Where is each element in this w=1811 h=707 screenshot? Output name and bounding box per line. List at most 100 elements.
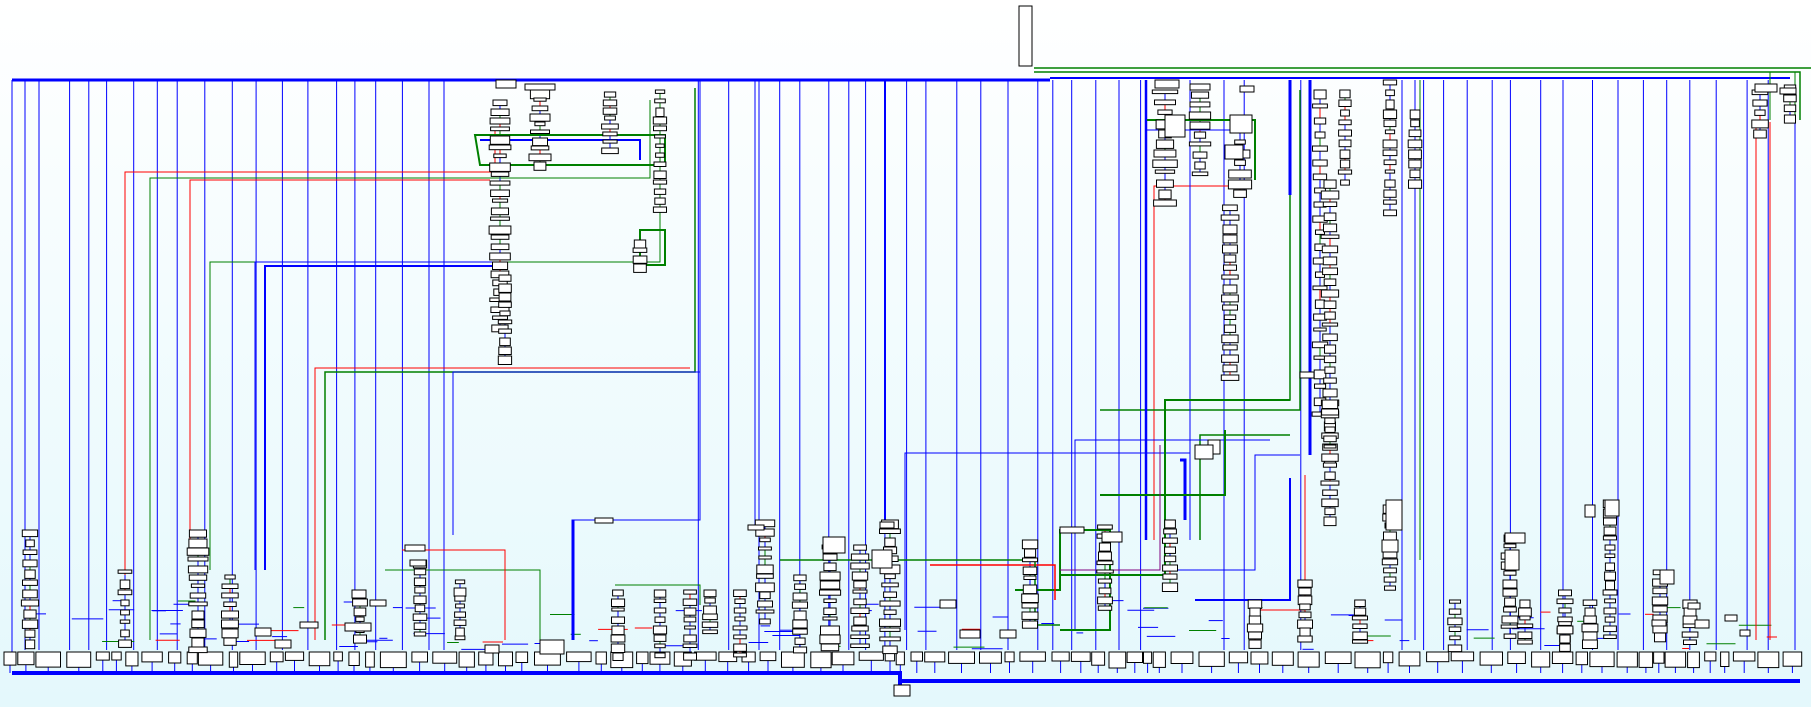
basic-block[interactable] (125, 651, 139, 667)
basic-block[interactable] (1604, 553, 1616, 558)
basic-block[interactable] (534, 121, 546, 127)
basic-block[interactable] (1312, 103, 1328, 109)
basic-block[interactable] (1023, 575, 1037, 580)
basic-block[interactable] (1322, 388, 1338, 398)
basic-block[interactable] (488, 144, 512, 151)
basic-block[interactable] (1503, 633, 1517, 639)
basic-block[interactable] (1694, 619, 1710, 629)
basic-block[interactable] (1779, 87, 1797, 95)
basic-block[interactable] (1298, 611, 1312, 619)
basic-block[interactable] (1021, 539, 1039, 550)
basic-block[interactable] (1353, 607, 1367, 616)
basic-block[interactable] (1324, 471, 1336, 480)
basic-block[interactable] (492, 315, 509, 320)
basic-block[interactable] (655, 107, 665, 117)
basic-block[interactable] (820, 625, 840, 636)
basic-block[interactable] (602, 131, 618, 137)
basic-block[interactable] (683, 589, 697, 595)
basic-block[interactable] (1516, 623, 1534, 628)
basic-block[interactable] (1222, 244, 1238, 254)
basic-block[interactable] (1189, 101, 1211, 108)
basic-block[interactable] (1224, 144, 1244, 160)
basic-block[interactable] (1221, 274, 1239, 280)
basic-block[interactable] (1021, 593, 1039, 603)
basic-block[interactable] (1603, 607, 1617, 615)
basic-block[interactable] (1126, 651, 1143, 663)
basic-block[interactable] (24, 639, 36, 650)
basic-block[interactable] (493, 153, 507, 159)
basic-block[interactable] (498, 274, 512, 282)
basic-block[interactable] (924, 651, 946, 663)
basic-block[interactable] (22, 549, 38, 555)
basic-block[interactable] (683, 616, 697, 623)
basic-block[interactable] (939, 599, 957, 609)
basic-block[interactable] (759, 591, 771, 600)
basic-block[interactable] (186, 651, 198, 665)
basic-block[interactable] (1313, 327, 1327, 332)
basic-block[interactable] (1314, 131, 1326, 139)
basic-block[interactable] (497, 319, 513, 325)
basic-block[interactable] (747, 524, 765, 531)
basic-block[interactable] (188, 538, 208, 549)
basic-block[interactable] (533, 97, 547, 102)
basic-block[interactable] (1385, 89, 1395, 97)
basic-block[interactable] (1312, 159, 1328, 167)
basic-block[interactable] (732, 625, 748, 631)
basic-block[interactable] (1338, 129, 1352, 137)
basic-block[interactable] (499, 337, 511, 347)
basic-block[interactable] (1582, 631, 1598, 641)
basic-block[interactable] (1323, 223, 1338, 233)
basic-block[interactable] (1408, 159, 1422, 169)
basic-block[interactable] (810, 651, 832, 669)
basic-block[interactable] (1519, 599, 1531, 609)
basic-block[interactable] (602, 107, 618, 115)
basic-block[interactable] (1314, 383, 1327, 389)
basic-block[interactable] (794, 637, 806, 645)
exit-block[interactable] (893, 684, 911, 697)
basic-block[interactable] (1321, 498, 1339, 508)
basic-block[interactable] (1222, 304, 1238, 311)
basic-block[interactable] (1556, 625, 1574, 635)
basic-block[interactable] (733, 652, 747, 658)
basic-block[interactable] (819, 634, 841, 645)
basic-block[interactable] (895, 651, 905, 666)
basic-block[interactable] (22, 559, 38, 568)
basic-block[interactable] (1191, 91, 1210, 99)
basic-block[interactable] (793, 646, 808, 654)
basic-block[interactable] (1447, 644, 1463, 653)
basic-block[interactable] (1162, 564, 1178, 572)
basic-block[interactable] (1720, 651, 1730, 667)
basic-block[interactable] (1143, 651, 1153, 664)
basic-block[interactable] (879, 627, 901, 632)
basic-block[interactable] (1223, 254, 1237, 263)
basic-block[interactable] (1351, 615, 1369, 621)
basic-block[interactable] (1222, 284, 1238, 294)
basic-block[interactable] (1248, 631, 1262, 640)
basic-block[interactable] (1297, 595, 1313, 606)
basic-block[interactable] (1299, 627, 1311, 637)
basic-block[interactable] (1519, 615, 1531, 621)
basic-block[interactable] (1323, 212, 1337, 221)
entry-block[interactable] (1018, 5, 1033, 67)
basic-block[interactable] (594, 517, 614, 524)
basic-block[interactable] (653, 125, 667, 132)
basic-block[interactable] (168, 651, 182, 664)
basic-block[interactable] (1517, 639, 1533, 645)
basic-block[interactable] (188, 601, 208, 607)
basic-block[interactable] (413, 577, 427, 586)
basic-block[interactable] (1188, 141, 1212, 147)
basic-block[interactable] (793, 574, 807, 582)
basic-block[interactable] (1757, 651, 1780, 669)
basic-block[interactable] (379, 651, 407, 669)
basic-block[interactable] (1408, 129, 1422, 138)
basic-block[interactable] (1299, 371, 1315, 379)
basic-block[interactable] (1651, 619, 1667, 627)
basic-block[interactable] (1448, 626, 1462, 632)
basic-block[interactable] (3, 651, 17, 666)
basic-block[interactable] (701, 621, 719, 628)
basic-block[interactable] (413, 595, 427, 605)
basic-block[interactable] (853, 616, 867, 626)
basic-block[interactable] (497, 355, 513, 365)
basic-block[interactable] (454, 635, 466, 641)
basic-block[interactable] (1157, 109, 1173, 115)
